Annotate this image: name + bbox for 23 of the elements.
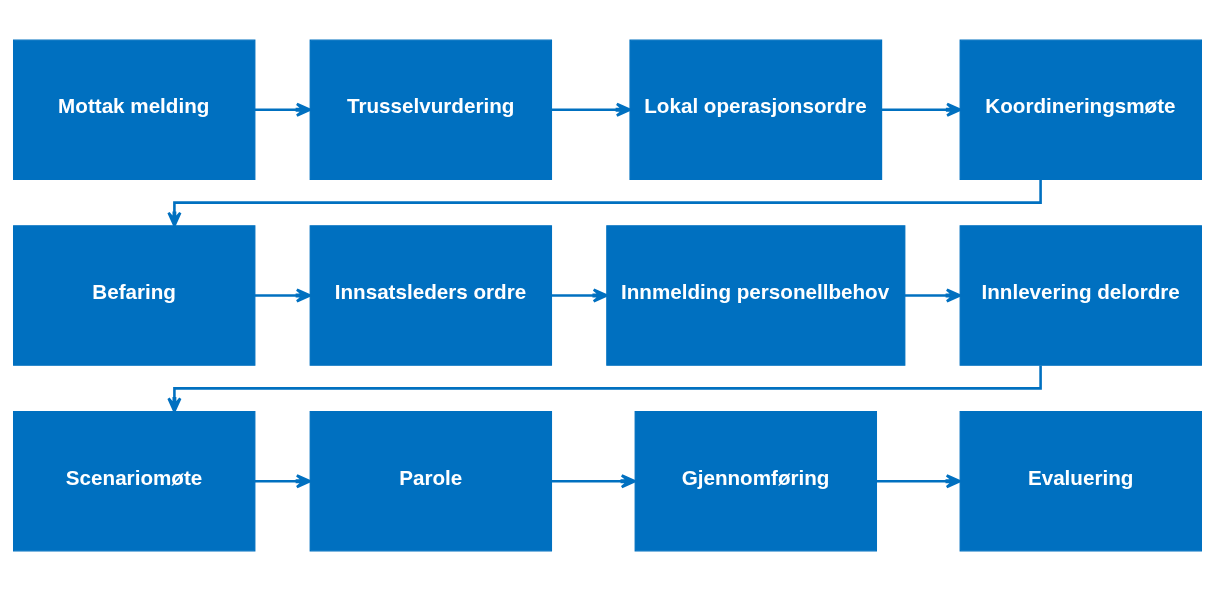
arrow bbox=[254, 287, 312, 303]
arrow bbox=[167, 364, 1042, 413]
arrow bbox=[904, 287, 962, 303]
node-box: Evaluering bbox=[959, 410, 1202, 551]
node-box: Innmelding personellbehov bbox=[606, 224, 906, 366]
arrow bbox=[876, 473, 961, 488]
node-box: Trusselvurdering bbox=[309, 39, 553, 180]
arrow bbox=[167, 179, 1042, 227]
arrow bbox=[551, 102, 632, 117]
node-box: Mottak melding bbox=[13, 39, 256, 180]
node-box: Gjennomføring bbox=[634, 410, 878, 551]
arrow bbox=[254, 102, 312, 117]
node-box: Koordineringsmøte bbox=[959, 39, 1202, 180]
node-box: Parole bbox=[309, 410, 553, 551]
node-box: Lokal operasjonsordre bbox=[629, 39, 883, 180]
arrow bbox=[551, 473, 636, 488]
arrow bbox=[551, 287, 608, 303]
node-box: Innsatsleders ordre bbox=[309, 224, 553, 366]
node-box: Befaring bbox=[13, 224, 256, 366]
arrow bbox=[254, 473, 312, 488]
node-box: Innlevering delordre bbox=[959, 224, 1202, 366]
node-box: Scenariomøte bbox=[13, 410, 256, 551]
arrow bbox=[881, 102, 962, 117]
